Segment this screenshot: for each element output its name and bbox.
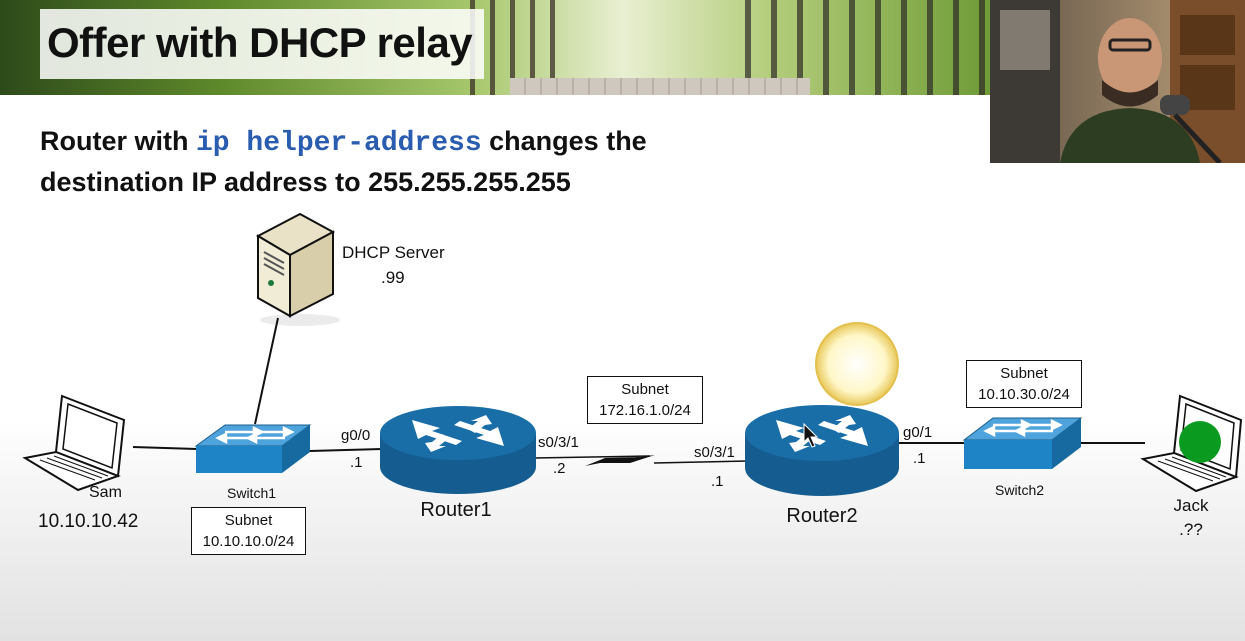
dhcp-server-ip: .99 <box>381 268 405 287</box>
subnet-wan-value: 172.16.1.0/24 <box>599 402 691 419</box>
router2-label: Router2 <box>786 505 858 527</box>
title-backdrop <box>40 9 484 79</box>
subnet-lan1-box: Subnet 10.10.10.0/24 <box>191 507 306 555</box>
router2-icon <box>745 405 899 496</box>
router2-s031-ip: .1 <box>711 473 724 490</box>
jack-label: Jack <box>1173 496 1209 515</box>
router1-g00-label: g0/0 <box>341 427 371 444</box>
sam-ip: 10.10.10.42 <box>38 511 139 532</box>
slide-subtitle: Router with ip helper-address changes th… <box>40 122 760 202</box>
dhcp-server-label: DHCP Server <box>342 243 445 262</box>
bridge-deck <box>510 78 810 95</box>
router2-g01-ip: .1 <box>913 450 926 467</box>
router1-s031-label: s0/3/1 <box>538 434 579 451</box>
subnet-wan-label: Subnet <box>621 381 669 398</box>
subtitle-line-2: destination IP address to 255.255.255.25… <box>40 167 571 197</box>
router1-icon <box>380 406 536 494</box>
presenter-image <box>990 0 1245 163</box>
router2-s031-label: s0/3/1 <box>694 444 735 461</box>
router2-highlight <box>815 322 899 406</box>
router2-g01-label: g0/1 <box>903 424 933 441</box>
router1-label: Router1 <box>420 499 492 521</box>
dhcp-server-icon <box>255 212 340 326</box>
subnet-lan2-box: Subnet 10.10.30.0/24 <box>966 360 1082 408</box>
switch1-icon <box>194 424 312 473</box>
router1-g00-ip: .1 <box>350 454 363 471</box>
subtitle-text-end: changes the <box>481 126 647 156</box>
jack-ip: .?? <box>1179 520 1203 539</box>
serial-link-icon <box>533 455 749 466</box>
subnet-lan1-value: 10.10.10.0/24 <box>202 533 295 550</box>
switch2-icon <box>962 417 1083 469</box>
subtitle-text-start: Router with <box>40 126 196 156</box>
mouse-cursor-icon <box>803 422 819 448</box>
jack-status-dot <box>1179 421 1221 463</box>
subnet-lan2-value: 10.10.30.0/24 <box>978 386 1070 403</box>
presenter-webcam <box>990 0 1245 163</box>
switch2-label: Switch2 <box>995 482 1045 498</box>
sam-label: Sam <box>89 484 122 501</box>
subnet-wan-box: Subnet 172.16.1.0/24 <box>587 376 703 424</box>
switch1-label: Switch1 <box>227 485 277 501</box>
slide-title: Offer with DHCP relay <box>47 19 473 66</box>
subnet-lan1-label: Subnet <box>224 512 273 529</box>
router1-s031-ip: .2 <box>553 460 566 477</box>
link-switch1-router1 <box>309 448 383 452</box>
link-server-switch1 <box>254 317 279 425</box>
subtitle-command: ip helper-address <box>196 128 482 159</box>
link-sam-switch1 <box>132 446 198 450</box>
sam-laptop-icon <box>22 394 126 492</box>
subnet-lan2-label: Subnet <box>1000 365 1048 382</box>
